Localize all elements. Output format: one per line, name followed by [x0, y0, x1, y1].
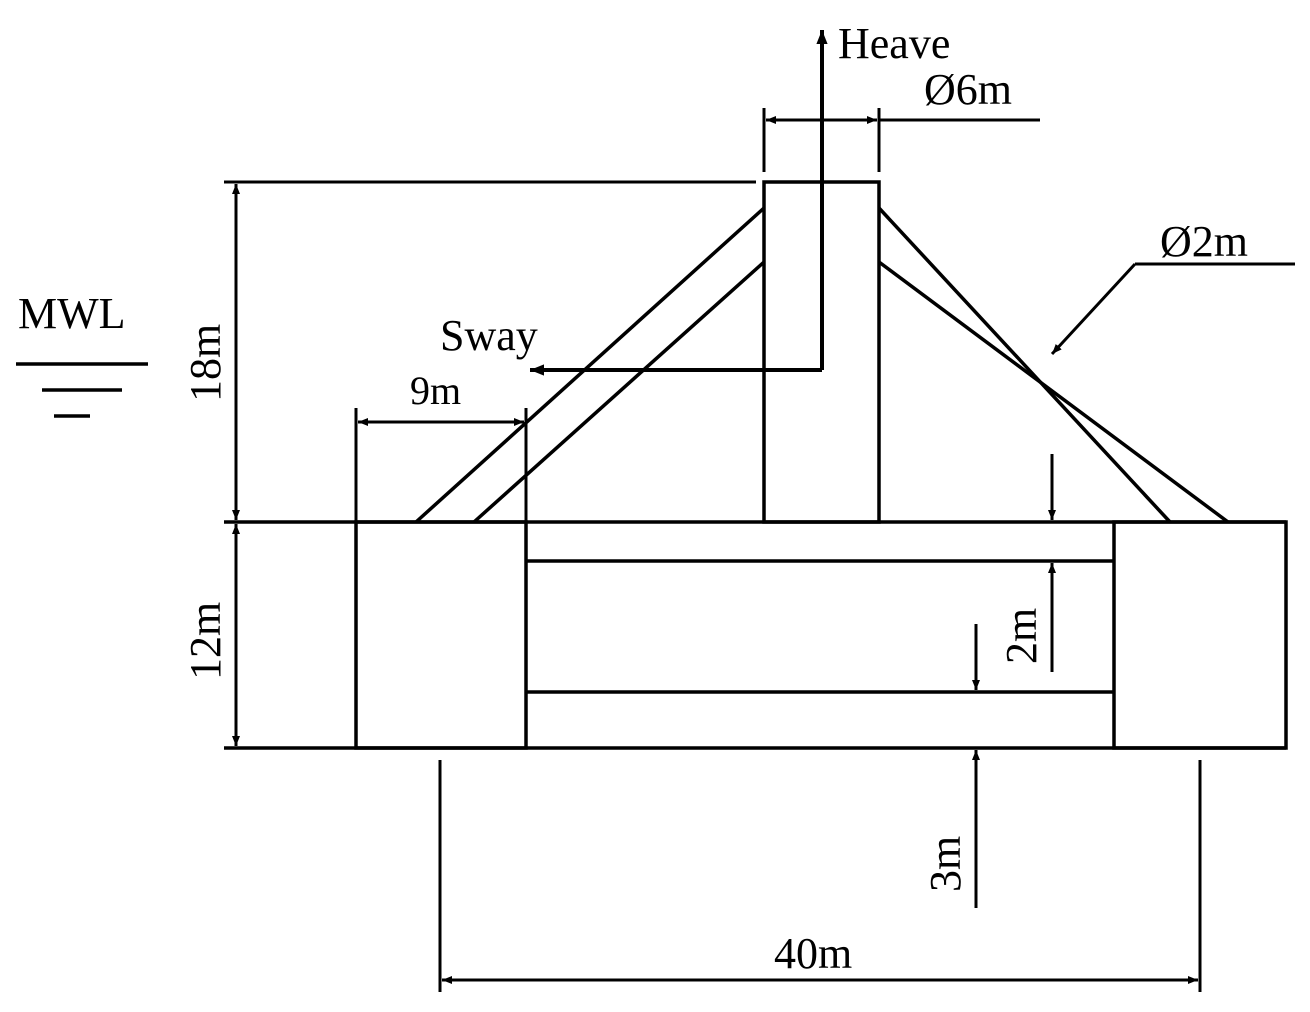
- column-height-dimension: [224, 180, 756, 520]
- column-diameter-dimension: [762, 108, 1040, 172]
- right-pontoon: [1112, 520, 1288, 750]
- deck-thickness-label: 2m: [997, 608, 1046, 664]
- gap-height-label: 3m: [921, 836, 970, 892]
- brace-diameter-label: Ø2m: [1160, 217, 1248, 266]
- base-width-dimension: [438, 760, 1202, 992]
- column-height-label: 18m: [181, 324, 230, 402]
- pontoon-width-label: 9m: [410, 368, 461, 413]
- mwl-symbol: [16, 362, 148, 418]
- base-width-label: 40m: [774, 929, 852, 978]
- heave-label: Heave: [838, 19, 950, 68]
- pontoon-height-label: 12m: [181, 602, 230, 680]
- right-brace: [877, 206, 1230, 524]
- left-brace: [414, 206, 766, 524]
- brace-diameter-leader: [1050, 262, 1295, 356]
- column-diameter-label: Ø6m: [924, 65, 1012, 114]
- pontoon-width-dimension: [354, 408, 528, 522]
- mwl-label: MWL: [18, 289, 126, 338]
- left-pontoon: [354, 520, 528, 750]
- sway-label: Sway: [440, 311, 538, 360]
